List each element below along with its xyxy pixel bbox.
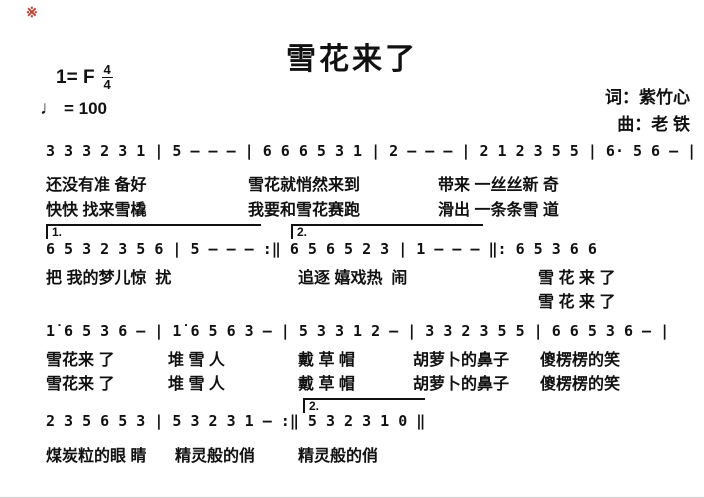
lyric-phrase: 雪 花 来 了 bbox=[538, 270, 616, 287]
notation-line-3: 1̇ 6 5 3 6 — | 1̇ 6 5 6 3 — | 5 3 3 1 2 … bbox=[46, 322, 670, 340]
lyric-phrase: 傻楞楞的笑 bbox=[540, 376, 621, 393]
lyric-phrase: 堆 雪 人 bbox=[168, 352, 225, 369]
lyric-phrase: 堆 雪 人 bbox=[168, 376, 225, 393]
volta-2-label: 2. bbox=[309, 399, 320, 413]
lyric-phrase: 追逐 嬉戏热 闹 bbox=[298, 270, 408, 287]
credits: 词：紫竹心 曲：老 铁 bbox=[605, 84, 690, 138]
volta-1-label: 1. bbox=[52, 225, 63, 239]
volta-2-bracket: 2. bbox=[303, 398, 425, 413]
volta-1-bracket: 1. bbox=[46, 224, 261, 239]
tempo-value: = 100 bbox=[64, 99, 108, 118]
lyric-phrase: 我要和雪花赛跑 bbox=[248, 202, 361, 219]
lyric-phrase: 滑出 一条条雪 道 bbox=[438, 202, 559, 219]
lyric-phrase: 带来 一丝丝新 奇 bbox=[438, 177, 559, 194]
lyric-phrase: 煤炭粒的眼 睛 bbox=[46, 448, 147, 465]
lyric-phrase: 戴 草 帽 bbox=[298, 376, 355, 393]
lyric-phrase: 精灵般的俏 bbox=[175, 448, 256, 465]
tempo-marking: ♩ = 100 bbox=[40, 98, 107, 120]
lyric-phrase: 还没有准 备好 bbox=[46, 177, 147, 194]
lyric-phrase: 雪 花 来 了 bbox=[538, 294, 616, 311]
lyric-phrase: 戴 草 帽 bbox=[298, 352, 355, 369]
lyric-phrase: 快快 找来雪橇 bbox=[46, 202, 147, 219]
reference-mark-icon: ※ bbox=[26, 4, 38, 20]
volta-2-bracket: 2. bbox=[291, 224, 483, 239]
key-label: 1= F bbox=[56, 66, 95, 88]
composer-credit: 曲：老 铁 bbox=[617, 115, 690, 134]
lyric-phrase: 把 我的梦儿惊 扰 bbox=[46, 270, 172, 287]
notation-line-1: 3 3 3 2 3 1 | 5 — — — | 6 6 6 5 3 1 | 2 … bbox=[46, 142, 697, 160]
time-signature: 4 4 bbox=[101, 62, 113, 92]
lyric-phrase: 精灵般的俏 bbox=[298, 448, 379, 465]
lyric-phrase: 胡萝卜的鼻子 bbox=[413, 376, 510, 393]
song-title: 雪花来了 bbox=[286, 43, 418, 76]
volta-2-label: 2. bbox=[297, 225, 308, 239]
lyric-phrase: 雪花就悄然来到 bbox=[248, 177, 361, 194]
lyric-phrase: 傻楞楞的笑 bbox=[540, 352, 621, 369]
notation-line-2: 6 5 3 2 3 5 6 | 5 — — — :‖ 6 5 6 5 2 3 |… bbox=[46, 240, 597, 258]
key-signature: 1= F 4 4 bbox=[56, 62, 113, 92]
lyric-phrase: 雪花来 了 bbox=[46, 376, 115, 393]
lyric-phrase: 雪花来 了 bbox=[46, 352, 115, 369]
time-numerator: 4 bbox=[103, 62, 111, 77]
fraction-bar bbox=[101, 77, 113, 78]
quarter-note-icon: ♩ bbox=[40, 98, 59, 119]
time-denominator: 4 bbox=[103, 77, 111, 92]
lyric-phrase: 胡萝卜的鼻子 bbox=[413, 352, 510, 369]
notation-line-4: 2 3 5 6 5 3 | 5 3 2 3 1 — :‖ 5 3 2 3 1 0… bbox=[46, 412, 426, 430]
lyricist-credit: 词：紫竹心 bbox=[605, 88, 690, 107]
